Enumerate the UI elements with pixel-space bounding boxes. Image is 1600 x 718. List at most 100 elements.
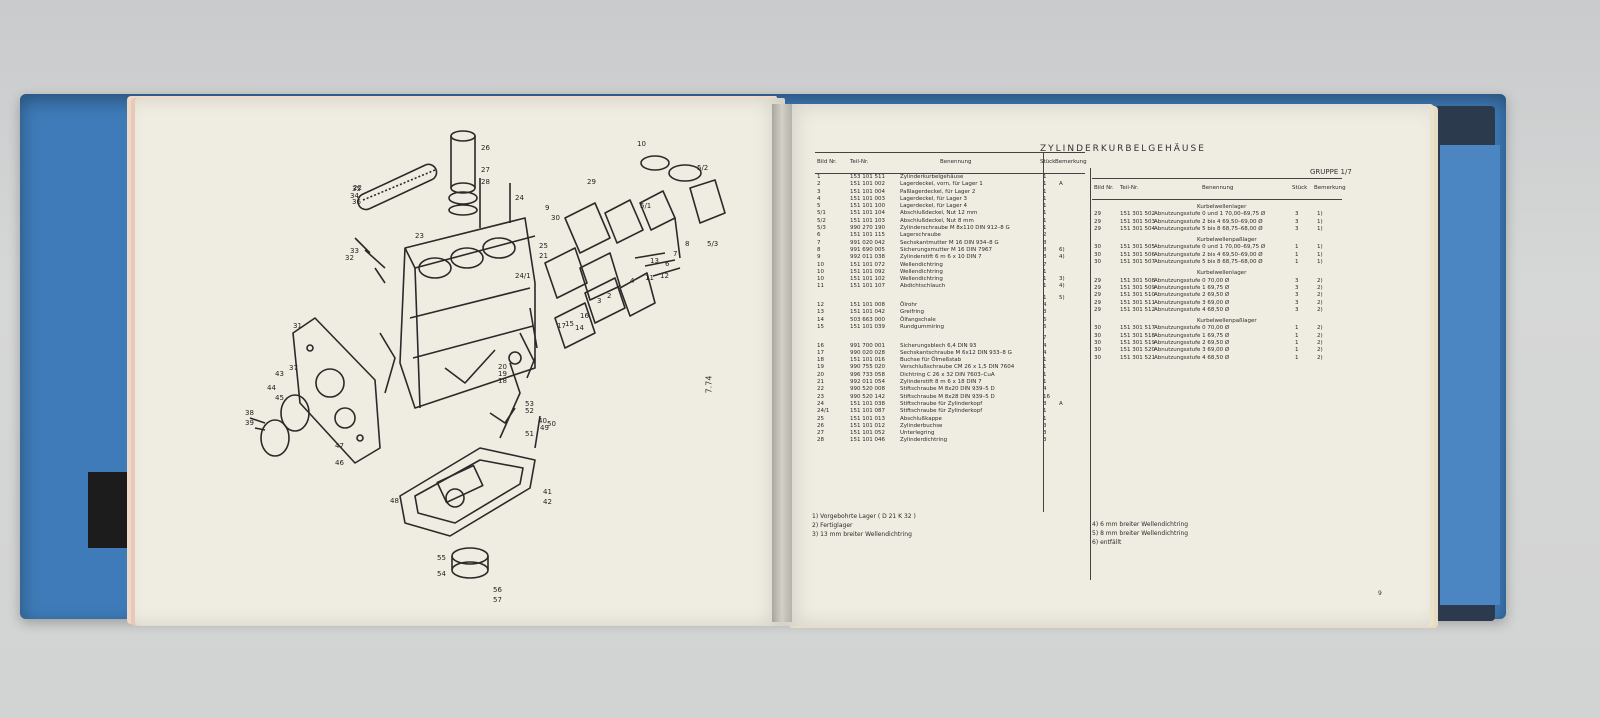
- table-cell: 2: [1043, 232, 1047, 239]
- table-cell: 15: [817, 323, 824, 330]
- table-cell: Unterlegring: [900, 430, 935, 437]
- table-cell: 5/1: [817, 210, 826, 217]
- svg-text:28: 28: [481, 178, 490, 186]
- svg-text:11: 11: [645, 274, 654, 282]
- table-cell: Paßlagerdeckel, für Lager 2: [900, 188, 976, 195]
- table-cell: Abnutzungsstufe 0 70,00 Ø: [1154, 325, 1230, 332]
- table-cell: 24/1: [817, 408, 830, 415]
- table-cell: 29: [1094, 211, 1101, 218]
- table-cell: 8: [1043, 254, 1047, 261]
- section-heading-label: Kurbelwellenpaßlager: [1197, 237, 1257, 244]
- table-cell: 1: [1043, 203, 1047, 210]
- table-cell: Abnutzungsstufe 4 68,50 Ø: [1154, 306, 1230, 313]
- table-cell: 24: [817, 400, 824, 407]
- table-cell: 151 101 016: [850, 357, 885, 364]
- table-cell: Zylinderbuchse: [900, 422, 943, 429]
- svg-text:16: 16: [580, 312, 589, 320]
- table-cell: 151 101 072: [850, 261, 885, 268]
- footnote: 5) 8 mm breiter Wellendichtring: [1092, 530, 1189, 537]
- table-cell: 10: [817, 261, 824, 268]
- table-cell: 1: [1295, 332, 1299, 339]
- table-cell: 1: [1043, 174, 1047, 180]
- table-cell: 30: [1094, 259, 1101, 266]
- table-cell: 1): [1317, 244, 1323, 251]
- table-cell: Abnutzungsstufe 2 bis 4 69,50–69,00 Ø: [1154, 218, 1263, 225]
- svg-text:23: 23: [415, 232, 424, 240]
- table-cell: 1: [1043, 181, 1047, 188]
- table-cell: Verschlußschraube CM 26 x 1,5 DIN 7604: [900, 364, 1015, 371]
- table-cell: 1: [1295, 244, 1299, 251]
- table-cell: 3: [817, 188, 821, 195]
- col-benennung: Benennung: [940, 159, 972, 165]
- table-cell: 1): [1317, 225, 1323, 232]
- table-cell: 990 520 142: [850, 393, 885, 400]
- table-cell: 7: [1043, 335, 1047, 342]
- svg-text:53: 53: [525, 400, 534, 408]
- table-cell: 6: [817, 232, 821, 239]
- parts-table-right: Bild Nr. Teil-Nr. Benennung Stück Bemerk…: [1092, 178, 1346, 362]
- table-cell: 4: [1043, 302, 1047, 309]
- table-cell: Abnutzungsstufe 3 69,00 Ø: [1154, 299, 1230, 306]
- table-cell: Dichtring C 26 x 32 DIN 7603–CuA: [900, 371, 995, 378]
- table-cell: Sicherungsblech 6,4 DIN 93: [900, 342, 977, 349]
- table-cell: 151 101 052: [850, 430, 885, 437]
- svg-text:51: 51: [525, 430, 534, 438]
- col-bild: Bild Nr.: [817, 159, 837, 165]
- table-cell: 151 101 046: [850, 437, 885, 444]
- table-cell: 151 301 517: [1120, 325, 1155, 332]
- svg-text:7: 7: [673, 250, 677, 258]
- table-cell: Lagerdeckel, vorn, für Lager 1: [900, 181, 983, 188]
- svg-text:49: 49: [540, 424, 549, 432]
- table-cell: 1: [1043, 357, 1047, 364]
- table-cell: 151 101 107: [850, 283, 885, 290]
- table-cell: Abnutzungsstufe 1 69,75 Ø: [1154, 332, 1230, 339]
- table-cell: 29: [1094, 292, 1101, 299]
- svg-text:46: 46: [335, 459, 344, 467]
- col-stueck: Stück: [1292, 185, 1308, 191]
- svg-text:43: 43: [275, 370, 284, 378]
- table-cell: 151 301 508: [1120, 277, 1155, 284]
- svg-text:40: 40: [538, 417, 547, 425]
- table-row: 18 151 101 016 Buchse für Ölmeßstab 1: [815, 357, 1085, 364]
- table-cell: 16: [1043, 393, 1050, 400]
- svg-text:33: 33: [350, 247, 359, 255]
- svg-text:56: 56: [493, 586, 502, 594]
- table-cell: 21: [817, 379, 824, 386]
- table-cell: 1: [1043, 268, 1047, 275]
- table-cell: Stiftschraube M 8x20 DIN 939–5 D: [900, 386, 995, 393]
- table-cell: Abnutzungsstufe 5 bis 8 68,75–68,00 Ø: [1154, 259, 1263, 266]
- svg-text:8: 8: [685, 240, 689, 248]
- table-cell: 8: [1043, 246, 1047, 253]
- svg-text:20: 20: [498, 363, 507, 371]
- binder-flap: [1440, 145, 1500, 605]
- col-benennung: Benennung: [1202, 185, 1234, 191]
- table-cell: 18: [817, 357, 824, 364]
- table-cell: Buchse für Ölmeßstab: [900, 357, 962, 364]
- svg-text:37: 37: [289, 364, 298, 372]
- table-cell: 992 011 054: [850, 379, 885, 386]
- table-cell: 151 101 039: [850, 323, 885, 330]
- svg-text:30: 30: [551, 214, 560, 222]
- table-cell: Abnutzungsstufe 1 69,75 Ø: [1154, 284, 1230, 291]
- table-cell: Abnutzungsstufe 5 bis 8 68,75–68,00 Ø: [1154, 225, 1263, 232]
- table-cell: 2): [1317, 284, 1323, 291]
- table-cell: 1: [1043, 283, 1047, 290]
- table-cell: 1: [1043, 379, 1047, 386]
- table-cell: 1: [1043, 364, 1047, 371]
- table-cell: 153 101 511: [850, 174, 885, 180]
- table-cell: 10: [817, 268, 824, 275]
